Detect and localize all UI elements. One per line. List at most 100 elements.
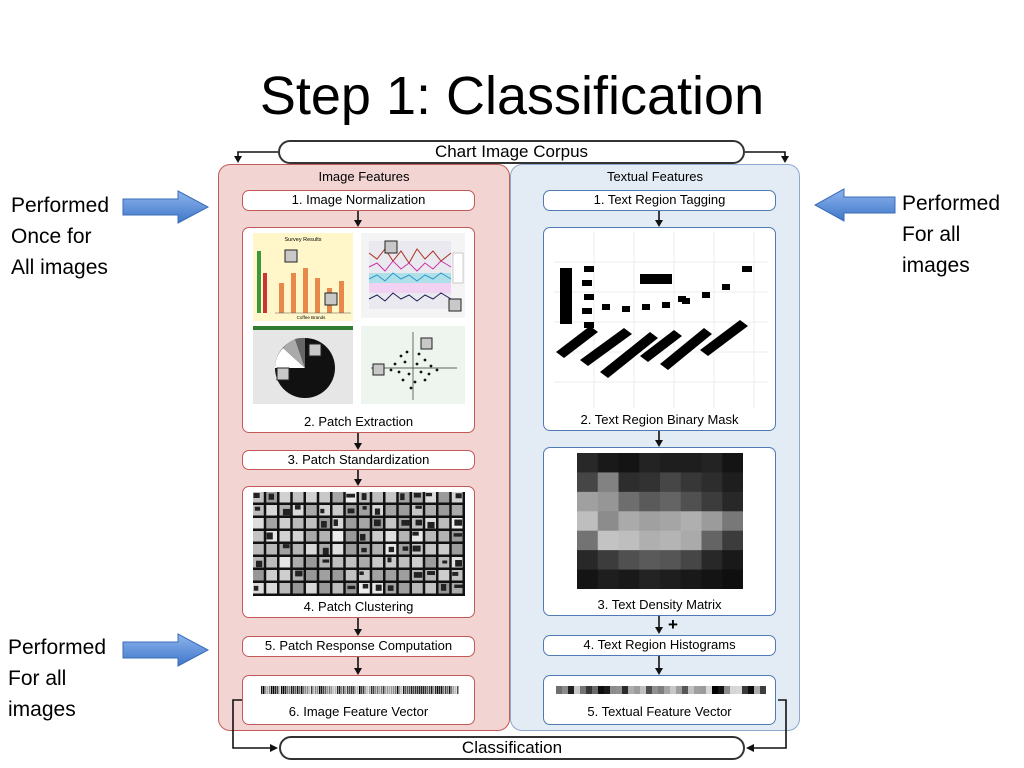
- density-cell: [722, 491, 743, 512]
- note-line: For all: [902, 223, 961, 246]
- barcode-stripe: [369, 686, 371, 694]
- patch-cell: [319, 570, 330, 581]
- barcode-stripe: [293, 686, 295, 694]
- note-line: images: [902, 254, 970, 277]
- patch-mark: [415, 519, 423, 526]
- density-cell: [577, 472, 599, 493]
- barcode-stripe: [357, 686, 359, 694]
- patch-cell: [398, 570, 410, 581]
- density-cell: [722, 472, 743, 493]
- patch-cell: [359, 570, 370, 581]
- density-cell: [701, 472, 723, 493]
- density-cell: [639, 453, 661, 473]
- patch-cell: [306, 492, 317, 503]
- density-cell: [577, 550, 599, 571]
- patch-cell: [266, 518, 277, 529]
- barcode-stripe: [301, 686, 303, 694]
- patch-cell: [292, 544, 304, 555]
- barcode-stripe: [413, 686, 415, 694]
- barcode-stripe: [291, 686, 293, 694]
- patch-cell: [425, 583, 436, 594]
- box-caption: 2. Patch Extraction: [303, 414, 414, 429]
- barcode-stripe: [451, 686, 453, 694]
- thumbnail-title: Survey Results: [285, 237, 322, 243]
- patch-cell: [253, 544, 264, 555]
- patch-mark: [268, 493, 275, 500]
- barcode-stripe: [359, 686, 361, 694]
- barcode-stripe: [401, 686, 403, 694]
- patch-cell: [266, 557, 277, 568]
- density-cell: [618, 530, 640, 551]
- barcode-stripe: [305, 686, 307, 694]
- patch-mark: [333, 519, 338, 526]
- patch-mark: [412, 545, 421, 552]
- density-cell: [660, 550, 682, 571]
- patch-cell: [438, 505, 450, 516]
- barcode-stripe: [433, 686, 435, 694]
- patch-cell: [319, 505, 330, 516]
- panel-header: Textual Features: [606, 169, 704, 184]
- patch-cell: [306, 583, 317, 594]
- patch-mark: [455, 560, 462, 567]
- patch-cell: [451, 544, 463, 555]
- barcode-stripe: [319, 686, 321, 694]
- box-caption: 6. Image Feature Vector: [288, 704, 429, 719]
- patch-cell: [332, 531, 344, 542]
- step-text-region-histograms: 4. Text Region Histograms: [543, 635, 776, 656]
- barcode-stripe: [339, 686, 341, 694]
- patch-mark: [427, 521, 435, 529]
- note-performed-all-bottom: Performed For all images: [8, 632, 106, 725]
- density-cell: [660, 491, 682, 512]
- barcode-stripe: [447, 686, 449, 694]
- barcode-block: [682, 686, 688, 694]
- patch-cell: [266, 583, 277, 594]
- plus-sign: +: [668, 615, 678, 634]
- barcode-block: [598, 686, 604, 694]
- barcode-stripe: [307, 686, 309, 694]
- patch-cell: [292, 518, 304, 529]
- patch-mark: [359, 571, 364, 575]
- barcode-stripe: [263, 686, 265, 694]
- patch-cell: [292, 531, 304, 542]
- density-cell: [597, 550, 619, 571]
- barcode-stripe: [309, 686, 311, 694]
- density-cell: [577, 530, 599, 551]
- patch-mark: [254, 506, 261, 511]
- density-cell: [639, 550, 661, 571]
- right-arrow-icon: [122, 190, 210, 224]
- patch-mark: [400, 493, 405, 501]
- patch-cell: [451, 505, 463, 516]
- patch-cell: [279, 492, 291, 503]
- barcode-block: [748, 686, 754, 694]
- density-cell: [660, 453, 682, 473]
- patch-cell: [332, 505, 344, 516]
- density-cell: [618, 511, 640, 532]
- barcode-stripe: [423, 686, 425, 694]
- density-cell: [660, 530, 682, 551]
- density-cell: [680, 453, 702, 473]
- barcode-stripe: [437, 686, 439, 694]
- density-cell: [639, 491, 661, 512]
- step-image-normalization: 1. Image Normalization: [242, 190, 475, 211]
- barcode-stripe: [303, 686, 305, 694]
- patch-cell: [385, 570, 397, 581]
- patch-mark: [362, 583, 369, 589]
- patch-cell: [306, 531, 317, 542]
- barcode-block: [616, 686, 622, 694]
- patch-mark: [320, 508, 325, 514]
- patch-mark: [455, 493, 462, 499]
- patch-cell: [306, 570, 317, 581]
- density-cell: [680, 491, 702, 512]
- density-cell: [701, 530, 723, 551]
- patch-mark: [374, 508, 381, 515]
- patch-cell: [385, 492, 397, 503]
- patch-mark: [452, 571, 459, 576]
- barcode-stripe: [279, 686, 281, 694]
- barcode-stripe: [387, 686, 389, 694]
- patch-mark: [401, 519, 410, 526]
- barcode-stripe: [271, 686, 273, 694]
- patch-mark: [388, 546, 395, 553]
- barcode-stripe: [295, 686, 297, 694]
- barcode-stripe: [405, 686, 407, 694]
- note-line: Performed: [902, 192, 1001, 215]
